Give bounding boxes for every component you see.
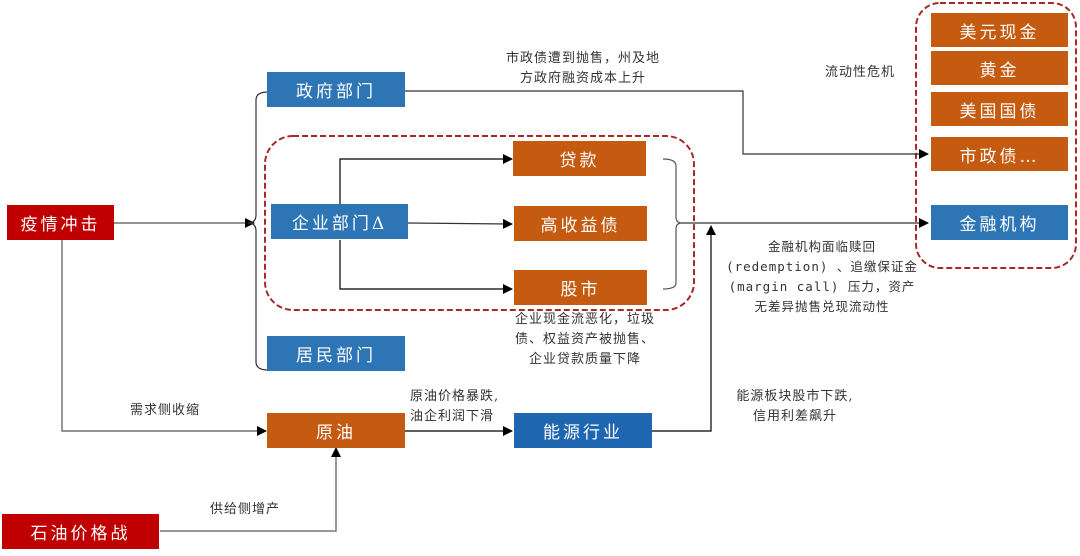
safe-assets-group-outline xyxy=(915,2,1077,269)
node-usd-cash: 美元现金 xyxy=(931,13,1068,47)
note-demand-contraction: 需求侧收缩 xyxy=(129,403,200,418)
note-supply-increase: 供给侧增产 xyxy=(209,502,280,517)
sectors-brace xyxy=(247,91,269,371)
node-high-yield: 高收益债 xyxy=(514,206,647,241)
node-stock-market: 股市 xyxy=(514,270,647,305)
node-label: 居民部门 xyxy=(296,346,376,366)
assets-brace xyxy=(662,158,683,290)
node-financial-institutions: 金融机构 xyxy=(931,205,1068,240)
node-government: 政府部门 xyxy=(267,72,405,107)
node-us-treasuries: 美国国债 xyxy=(931,92,1068,126)
node-loans: 贷款 xyxy=(513,141,646,176)
node-label: 金融机构 xyxy=(959,215,1040,235)
node-label: 黄金 xyxy=(979,60,1020,81)
edge-energy-to-fin xyxy=(652,225,716,432)
node-label: 股市 xyxy=(560,280,601,300)
node-corporate: 企业部门Δ xyxy=(271,204,408,239)
note-liquidity-crisis: 流动性危机 xyxy=(824,65,895,80)
node-label: 美元现金 xyxy=(959,22,1040,43)
node-crude-oil: 原油 xyxy=(267,413,405,448)
edge-gov-to-muni xyxy=(405,90,929,159)
note-corporate-stress: 企业现金流恶化，垃圾 债、权益资产被抛售、 企业贷款质量下降 xyxy=(514,312,655,367)
node-oil-price-war: 石油价格战 xyxy=(2,514,159,549)
node-municipal-bonds: 市政债… xyxy=(931,137,1068,171)
node-label: 能源行业 xyxy=(543,423,623,443)
note-municipal-selloff: 市政债遭到抛售，州及地 方政府融资成本上升 xyxy=(505,51,660,86)
node-label: 政府部门 xyxy=(296,82,376,102)
edge-oilwar-to-oil xyxy=(160,447,341,532)
node-household: 居民部门 xyxy=(267,336,405,371)
corporate-group-outline xyxy=(264,135,695,311)
note-energy-stock-drop: 能源板块股市下跌, 信用利差飙升 xyxy=(736,389,854,424)
node-label: 原油 xyxy=(316,423,356,443)
note-oil-crash: 原油价格暴跌, 油企利润下滑 xyxy=(410,389,500,424)
edge-corp-to-loans xyxy=(339,154,513,208)
node-label: 石油价格战 xyxy=(30,524,131,544)
node-label: 美国国债 xyxy=(959,101,1040,122)
node-label: 市政债… xyxy=(959,146,1040,167)
note-fin-inst-pressure: 金融机构面临赎回 (redemption) 、追缴保证金 (margin cal… xyxy=(726,239,918,314)
edge-corp-to-hy xyxy=(407,218,513,229)
node-label: 企业部门Δ xyxy=(291,214,388,234)
node-label: 疫情冲击 xyxy=(20,215,101,235)
node-gold: 黄金 xyxy=(931,51,1068,85)
node-label: 高收益债 xyxy=(540,216,621,236)
edge-corp-to-stock xyxy=(339,240,513,294)
node-label: 贷款 xyxy=(559,151,600,171)
node-energy-industry: 能源行业 xyxy=(514,413,652,448)
node-epidemic-shock: 疫情冲击 xyxy=(7,205,114,240)
edge-shock-to-oil xyxy=(61,240,267,436)
